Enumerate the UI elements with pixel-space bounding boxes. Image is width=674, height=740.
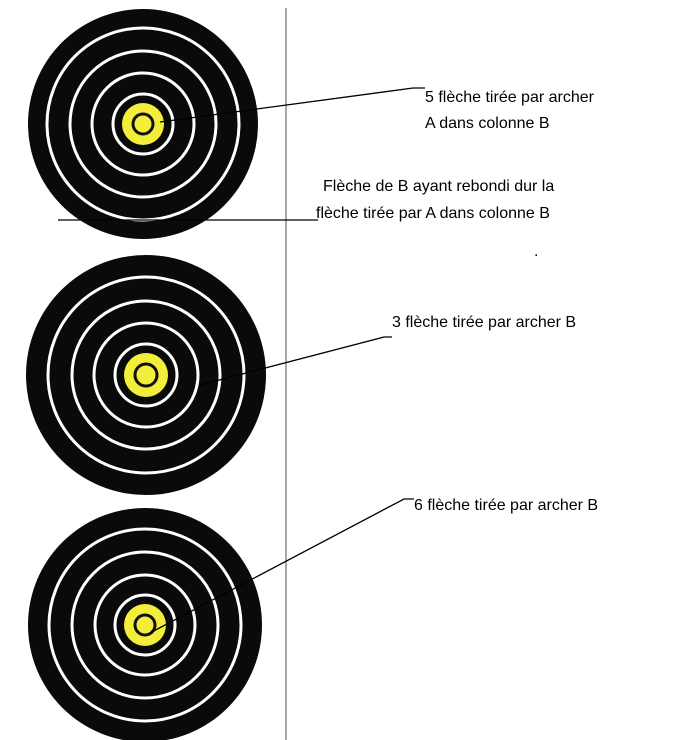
target-bottom [28,508,262,740]
label-arrow-3: 3 flèche tirée par archer B [392,311,576,335]
label-arrow-6: 6 flèche tirée par archer B [414,494,598,518]
label-arrow-5-line-1: 5 flèche tirée par archer [425,86,594,110]
target-middle [26,255,266,495]
label-arrow-5-line-2: A dans colonne B [425,112,550,136]
label-rebound-line-2: flèche tirée par A dans colonne B [316,202,550,226]
label-rebound-line-1: Flèche de B ayant rebondi dur la [323,175,554,199]
stray-dot: . [534,240,538,264]
target-top [28,9,258,239]
